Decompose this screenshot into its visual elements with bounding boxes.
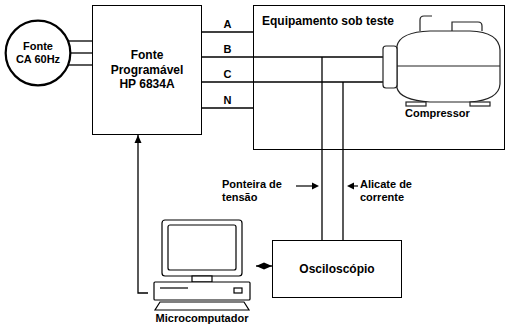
node-label: Equipamento sob teste <box>262 14 394 28</box>
keyboard <box>155 302 249 310</box>
connector <box>202 57 253 58</box>
connector-line <box>202 56 253 57</box>
oscilloscope-box: Osciloscópio <box>272 240 402 298</box>
tube <box>452 22 482 31</box>
connector <box>202 32 253 33</box>
connector <box>256 263 272 270</box>
source-circle: Fonte CA 60Hz <box>5 20 71 86</box>
leader-arrowhead <box>347 183 354 190</box>
connector <box>202 108 253 109</box>
phase-label: A <box>224 18 232 31</box>
phase-label: B <box>224 43 232 56</box>
monitor-stand <box>192 276 212 282</box>
tube <box>420 16 432 31</box>
connector-line <box>202 107 253 108</box>
leader-line <box>296 185 314 186</box>
wire <box>253 81 383 82</box>
connector <box>135 135 149 293</box>
probe-wire <box>321 57 322 150</box>
node-label: Fonte CA 60Hz <box>14 40 62 66</box>
connector <box>322 150 323 240</box>
wire <box>253 56 383 57</box>
connector <box>343 150 344 240</box>
connector-line <box>138 135 148 293</box>
probe-wire <box>342 82 343 150</box>
connector-line <box>321 150 322 240</box>
connector-line <box>69 40 92 41</box>
leader-arrowhead <box>312 183 319 190</box>
part-label: Compressor <box>405 107 470 120</box>
cpu-case <box>154 282 250 300</box>
connector <box>69 41 92 65</box>
monitor <box>162 220 242 276</box>
probe-label: Ponteira de tensão <box>222 178 292 204</box>
arrowhead <box>256 263 264 270</box>
connector-line <box>202 81 253 82</box>
equipment-box: Equipamento sob teste <box>253 5 505 150</box>
connector-line <box>202 31 253 32</box>
arrowhead <box>135 135 142 143</box>
arrowhead <box>264 263 272 270</box>
circle-shape <box>6 21 71 86</box>
node-label: Microcomputador <box>156 312 249 325</box>
foot <box>406 102 426 106</box>
computer-illustration <box>148 218 256 325</box>
power-supply-box: Fonte Programável HP 6834A <box>92 5 202 135</box>
compressor-illustration <box>383 16 500 106</box>
phase-label: C <box>224 68 232 81</box>
compressor-shell <box>397 31 500 102</box>
shell-seam <box>397 65 500 66</box>
computer-parts <box>154 220 250 310</box>
computer-node: Microcomputador <box>148 218 256 325</box>
connector-line <box>342 150 343 240</box>
terminal-cover <box>383 46 397 88</box>
power-button <box>234 288 242 293</box>
node-label: Fonte Programável HP 6834A <box>103 48 191 91</box>
foot <box>470 102 490 106</box>
probe-label: Alicate de corrente <box>360 178 426 204</box>
node-label: Osciloscópio <box>299 262 374 276</box>
drive-slot <box>160 287 188 288</box>
connector-line <box>71 52 92 53</box>
connector <box>202 82 253 83</box>
phase-label: N <box>224 94 232 107</box>
connector-line <box>69 64 92 65</box>
screen <box>168 225 236 270</box>
